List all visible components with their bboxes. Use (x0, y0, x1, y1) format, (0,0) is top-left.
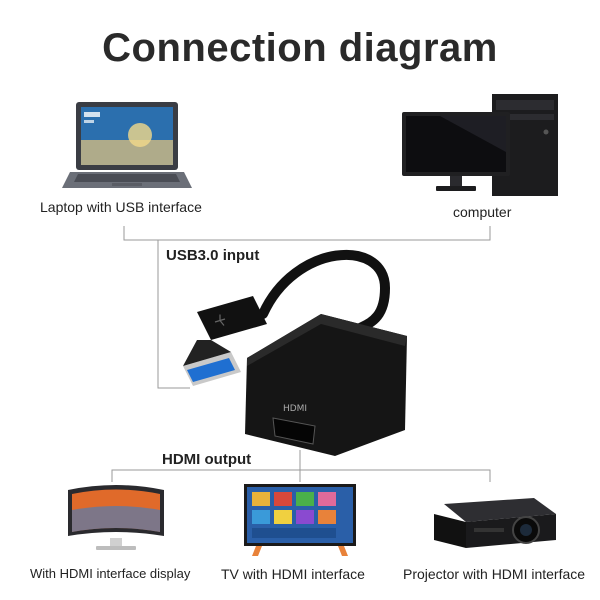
computer-label: computer (453, 204, 512, 220)
projector-icon (434, 498, 556, 548)
laptop-label: Laptop with USB interface (40, 199, 202, 215)
usb-symbol-icon (214, 314, 226, 326)
hdmi-port (272, 417, 316, 445)
tv-label: TV with HDMI interface (221, 566, 365, 582)
hdmi-port-label: HDMI (283, 404, 307, 414)
curved-display-icon (68, 485, 164, 550)
input-feed-line (157, 240, 190, 389)
adapter-cable (258, 250, 391, 333)
output-bracket-line (111, 469, 491, 482)
input-bracket-line (123, 226, 491, 241)
display-label: With HDMI interface display (30, 566, 191, 581)
hdmi-output-section-label: HDMI output (162, 451, 252, 468)
usb-plug-housing (197, 296, 267, 340)
desktop-computer-icon (402, 94, 558, 196)
tv-icon (244, 484, 356, 556)
page-title: Connection diagram (102, 26, 498, 70)
usb-input-section-label: USB3.0 input (166, 247, 260, 264)
projector-label: Projector with HDMI interface (403, 566, 586, 582)
usb-to-hdmi-adapter: HDMI (183, 250, 407, 456)
usb-plug-blue-insert (187, 358, 235, 382)
laptop-icon (62, 102, 192, 188)
